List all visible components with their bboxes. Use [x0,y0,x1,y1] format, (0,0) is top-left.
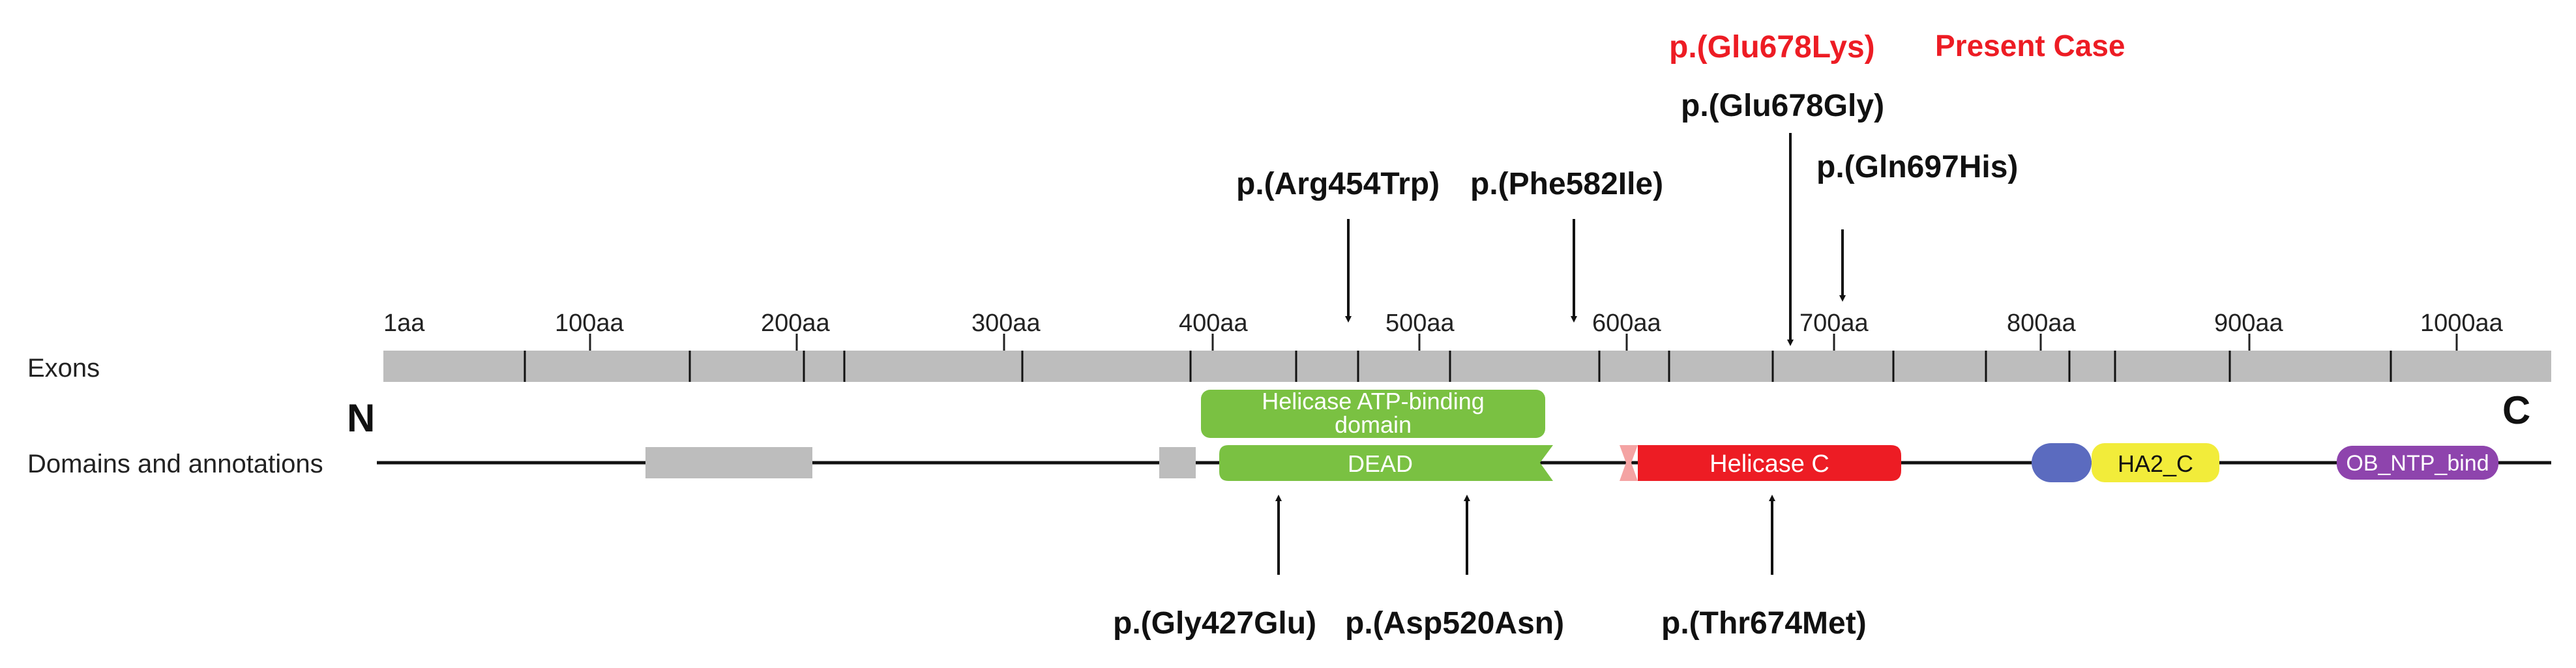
scale-tick-label: 300aa [971,310,1041,337]
variant-arg454trp-label: p.(Arg454Trp) [1236,167,1440,201]
exon-bar [383,351,2551,382]
ob-ntp-bind-domain: OB_NTP_bind [2337,446,2498,480]
present-case-variant-label: p.(Glu678Lys) [1669,30,1875,65]
helicase-c-label: Helicase C [1710,450,1829,478]
scale-tick-label: 800aa [2007,310,2077,337]
scale-tick-label: 1aa [383,310,425,337]
dead-domain-label: DEAD [1348,450,1413,477]
c-terminus-label: C [2502,388,2530,432]
exon-track [383,351,2551,382]
scale-tick-label: 900aa [2214,310,2284,337]
scale-tick-label: 700aa [1799,310,1869,337]
present-case-label: Present Case [1935,29,2125,63]
ob-ntp-bind-label: OB_NTP_bind [2346,451,2489,476]
scale-tick-label: 200aa [761,310,831,337]
ha2-c-label: HA2_C [2118,450,2193,477]
helicase-atp-binding-label-line1: Helicase ATP-binding [1262,388,1485,414]
n-terminus-label: N [347,396,375,440]
variant-asp520asn-label: p.(Asp520Asn) [1345,606,1564,641]
variant-gln697his-label: p.(Gln697His) [1816,150,2018,184]
scale-tick-label: 100aa [555,310,625,337]
ha2-c-domain: HA2_C [2092,443,2219,482]
helicase-c-partial-edge [1620,445,1638,481]
blue-feature [2032,443,2092,482]
domains-row-label: Domains and annotations [27,450,323,478]
scale-tick-label: 400aa [1179,310,1249,337]
scale-axis: 1aa 100aa 200aa 300aa 400aa 500aa 600aa … [383,310,2504,351]
helicase-c-domain: Helicase C [1620,445,1901,481]
grey-feature-region [645,447,812,478]
helicase-atp-binding-domain: Helicase ATP-binding domain [1201,388,1545,438]
grey-feature-small [1159,447,1196,478]
variant-gly427glu-label: p.(Gly427Glu) [1113,606,1316,641]
dead-domain: DEAD [1219,445,1553,481]
scale-tick-label: 500aa [1385,310,1455,337]
helicase-atp-binding-label-line2: domain [1335,411,1412,438]
variant-thr674met-label: p.(Thr674Met) [1661,606,1867,641]
scale-tick-label: 1000aa [2420,310,2504,337]
scale-tick-label: 600aa [1592,310,1662,337]
variant-phe582ile-label: p.(Phe582Ile) [1470,167,1663,201]
exons-row-label: Exons [27,354,100,383]
variant-glu678gly-label: p.(Glu678Gly) [1681,89,1884,123]
